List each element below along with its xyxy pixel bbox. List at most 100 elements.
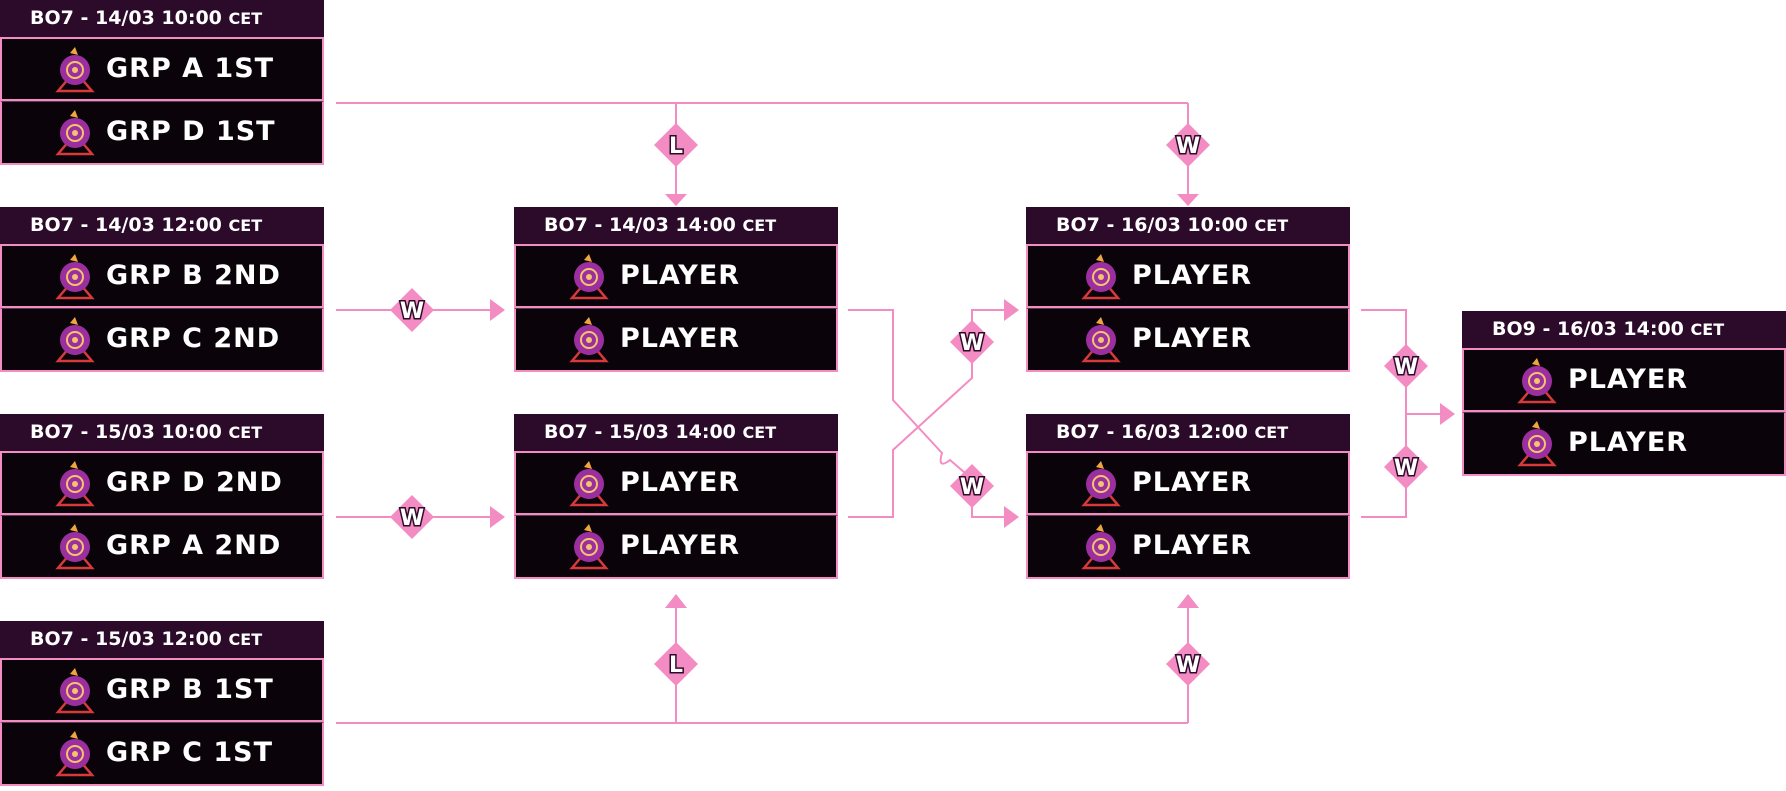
player-slot[interactable]: PLAYER bbox=[1026, 515, 1350, 579]
match-header: BO7 - 14/03 14:00 CET bbox=[514, 207, 838, 244]
match-header: BO7 - 15/03 14:00 CET bbox=[514, 414, 838, 451]
badge-m6-winner-label: W bbox=[960, 475, 984, 500]
purple-crest-icon bbox=[569, 461, 609, 507]
badge-m1-winner: W bbox=[1166, 123, 1210, 167]
badge-m4-loser: L bbox=[654, 642, 698, 686]
match-header: BO7 - 15/03 12:00 CET bbox=[0, 621, 324, 658]
player-name: PLAYER bbox=[620, 530, 741, 561]
match-timezone: CET bbox=[228, 423, 263, 442]
player-name: PLAYER bbox=[620, 260, 741, 291]
purple-crest-icon bbox=[1517, 358, 1557, 404]
player-slot[interactable]: PLAYER bbox=[514, 451, 838, 515]
player-slot[interactable]: GRP B 1ST bbox=[0, 658, 324, 722]
match-timezone: CET bbox=[228, 630, 263, 649]
player-slot[interactable]: PLAYER bbox=[1026, 308, 1350, 372]
connector-m5 bbox=[848, 309, 1012, 518]
badge-m4-winner: W bbox=[1166, 642, 1210, 686]
player-slot[interactable]: GRP B 2ND bbox=[0, 244, 324, 308]
match-header: BO7 - 14/03 10:00 CET bbox=[0, 0, 324, 37]
purple-crest-icon bbox=[1517, 421, 1557, 467]
match-header: BO9 - 16/03 14:00 CET bbox=[1462, 311, 1786, 348]
arrow-m1-winner bbox=[1177, 194, 1199, 206]
badge-m5-winner: W bbox=[950, 320, 994, 364]
player-slot[interactable]: PLAYER bbox=[1026, 244, 1350, 308]
arrow-m1-loser bbox=[665, 194, 687, 206]
player-name: GRP A 2ND bbox=[106, 530, 282, 561]
player-name: PLAYER bbox=[620, 323, 741, 354]
player-slot[interactable]: PLAYER bbox=[514, 308, 838, 372]
match-format-date: BO7 - 15/03 10:00 bbox=[30, 421, 222, 443]
player-slot[interactable]: GRP C 2ND bbox=[0, 308, 324, 372]
badge-m2-winner: W bbox=[390, 288, 434, 332]
match-format-date: BO7 - 15/03 12:00 bbox=[30, 628, 222, 650]
badge-m1-loser-label: L bbox=[669, 134, 683, 159]
match-format-date: BO9 - 16/03 14:00 bbox=[1492, 318, 1684, 340]
match-timezone: CET bbox=[742, 423, 777, 442]
player-name: PLAYER bbox=[1132, 323, 1253, 354]
purple-crest-icon bbox=[1081, 461, 1121, 507]
match-timezone: CET bbox=[228, 216, 263, 235]
player-slot[interactable]: PLAYER bbox=[1462, 412, 1786, 476]
match-header: BO7 - 14/03 12:00 CET bbox=[0, 207, 324, 244]
purple-crest-icon bbox=[1081, 524, 1121, 570]
purple-crest-icon bbox=[55, 524, 95, 570]
match-timezone: CET bbox=[228, 9, 263, 28]
match-format-date: BO7 - 16/03 10:00 bbox=[1056, 214, 1248, 236]
purple-crest-icon bbox=[55, 731, 95, 777]
match-format-date: BO7 - 16/03 12:00 bbox=[1056, 421, 1248, 443]
player-name: PLAYER bbox=[620, 467, 741, 498]
player-name: PLAYER bbox=[1568, 364, 1689, 395]
purple-crest-icon bbox=[569, 524, 609, 570]
player-slot[interactable]: GRP D 2ND bbox=[0, 451, 324, 515]
match-format-date: BO7 - 14/03 14:00 bbox=[544, 214, 736, 236]
player-slot[interactable]: GRP A 1ST bbox=[0, 37, 324, 101]
badge-m4-loser-label: L bbox=[669, 653, 683, 678]
badge-m3-winner-label: W bbox=[400, 506, 424, 531]
match-timezone: CET bbox=[742, 216, 777, 235]
purple-crest-icon bbox=[1081, 317, 1121, 363]
arrow-m3 bbox=[490, 506, 505, 528]
player-name: GRP B 2ND bbox=[106, 260, 281, 291]
match-format-date: BO7 - 15/03 14:00 bbox=[544, 421, 736, 443]
player-slot[interactable]: GRP C 1ST bbox=[0, 722, 324, 786]
player-name: PLAYER bbox=[1568, 427, 1689, 458]
purple-crest-icon bbox=[55, 110, 95, 156]
purple-crest-icon bbox=[55, 461, 95, 507]
match-timezone: CET bbox=[1690, 320, 1725, 339]
match-timezone: CET bbox=[1254, 216, 1289, 235]
player-slot[interactable]: PLAYER bbox=[514, 515, 838, 579]
arrow-m4-loser bbox=[665, 594, 687, 608]
player-name: GRP A 1ST bbox=[106, 53, 275, 84]
purple-crest-icon bbox=[55, 317, 95, 363]
arrow-m6-out bbox=[1004, 299, 1019, 321]
player-name: GRP D 2ND bbox=[106, 467, 283, 498]
purple-crest-icon bbox=[55, 668, 95, 714]
badge-m7-winner-label: W bbox=[1394, 355, 1418, 380]
arrow-final bbox=[1440, 403, 1455, 425]
badge-m5-winner-label: W bbox=[960, 331, 984, 356]
player-name: GRP C 1ST bbox=[106, 737, 274, 768]
player-name: GRP D 1ST bbox=[106, 116, 276, 147]
match-header: BO7 - 16/03 12:00 CET bbox=[1026, 414, 1350, 451]
player-slot[interactable]: PLAYER bbox=[1462, 348, 1786, 412]
match-timezone: CET bbox=[1254, 423, 1289, 442]
player-slot[interactable]: PLAYER bbox=[514, 244, 838, 308]
connector-m4 bbox=[336, 600, 1189, 724]
player-slot[interactable]: PLAYER bbox=[1026, 451, 1350, 515]
purple-crest-icon bbox=[55, 47, 95, 93]
badge-m2-winner-label: W bbox=[400, 299, 424, 324]
match-format-date: BO7 - 14/03 12:00 bbox=[30, 214, 222, 236]
arrow-m4-winner bbox=[1177, 594, 1199, 608]
player-slot[interactable]: GRP A 2ND bbox=[0, 515, 324, 579]
badge-m6-winner: W bbox=[950, 464, 994, 508]
match-header: BO7 - 16/03 10:00 CET bbox=[1026, 207, 1350, 244]
purple-crest-icon bbox=[55, 254, 95, 300]
purple-crest-icon bbox=[569, 254, 609, 300]
connector-m1 bbox=[336, 102, 1189, 194]
badge-m8-winner: W bbox=[1384, 445, 1428, 489]
badge-m8-winner-label: W bbox=[1394, 456, 1418, 481]
player-name: GRP C 2ND bbox=[106, 323, 281, 354]
match-format-date: BO7 - 14/03 10:00 bbox=[30, 7, 222, 29]
player-name: PLAYER bbox=[1132, 260, 1253, 291]
player-slot[interactable]: GRP D 1ST bbox=[0, 101, 324, 165]
